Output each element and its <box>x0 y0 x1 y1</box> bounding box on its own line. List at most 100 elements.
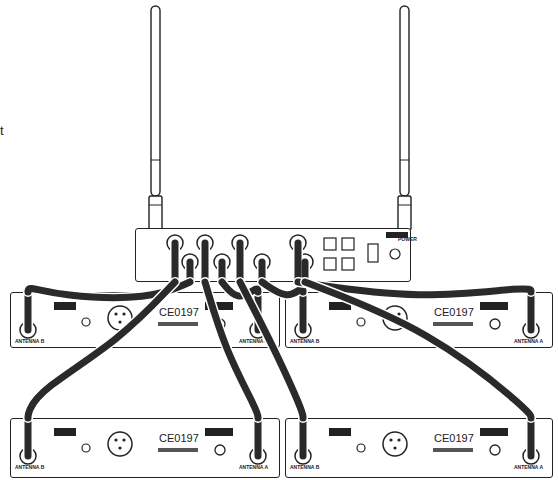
cable-outline <box>170 243 180 282</box>
bnc-jack-core <box>24 326 32 334</box>
antenna-right <box>398 6 411 230</box>
cable-plug <box>202 243 209 282</box>
cables <box>28 243 531 456</box>
xlr-pin <box>389 438 392 441</box>
cable-outline <box>205 282 258 418</box>
panel-marking: CE0197 <box>434 433 474 444</box>
cable-outline <box>28 282 175 418</box>
cable-outline <box>262 282 303 295</box>
bnc-jack <box>182 254 198 270</box>
xlr-pin <box>389 312 392 315</box>
coax-cable-group <box>222 282 258 296</box>
coax-cable-group <box>240 282 303 418</box>
bnc-jack-core <box>218 258 226 266</box>
unbalanced-jack <box>215 445 225 455</box>
panel-marking: CE0197 <box>159 433 199 444</box>
coax-cable <box>222 282 258 296</box>
unbalanced-jack <box>490 445 500 455</box>
bnc-jack <box>20 322 36 338</box>
xlr-output <box>108 306 132 330</box>
xlr-pin <box>122 312 125 315</box>
xlr-pin <box>397 312 400 315</box>
bnc-jack <box>523 448 539 464</box>
cable-outline <box>305 282 531 418</box>
panel-marking: POWER <box>398 237 417 242</box>
receiver-panel <box>295 302 539 338</box>
label-plate <box>54 302 76 310</box>
cable-plug <box>255 418 262 456</box>
coax-cable-group <box>205 282 258 418</box>
wireless-receiver: ANTENNA BCE0197ANTENNA A <box>285 292 553 348</box>
marking-strip <box>158 448 198 452</box>
cable-plug <box>295 243 302 282</box>
cable-plug <box>25 292 32 330</box>
unbalanced-jack <box>215 319 225 329</box>
cable-plug <box>219 262 226 282</box>
bnc-jack <box>297 254 313 270</box>
label-plate <box>329 302 351 310</box>
label-plate <box>386 232 408 238</box>
coax-cable <box>240 282 303 418</box>
power-jack <box>82 318 90 326</box>
cable-plug <box>300 418 307 456</box>
coax-cable-group <box>298 282 531 295</box>
xlr-pin <box>114 438 117 441</box>
power-switch <box>368 244 378 262</box>
bnc-jack <box>250 448 266 464</box>
io-port <box>342 238 354 250</box>
cable-outline <box>185 262 195 282</box>
bnc-jack <box>232 235 248 251</box>
cable-plug <box>528 292 535 330</box>
bnc-jack <box>20 448 36 464</box>
cable-outline <box>28 282 190 298</box>
cable-outline <box>200 243 210 282</box>
unbalanced-jack <box>490 319 500 329</box>
cable-outline <box>300 262 310 282</box>
bnc-jack-core <box>24 452 32 460</box>
coax-cable <box>305 282 531 418</box>
xlr-output <box>383 432 407 456</box>
xlr-pin <box>393 320 396 323</box>
cable-plug <box>237 243 244 282</box>
coax-cable <box>262 282 303 295</box>
bnc-jack <box>290 235 306 251</box>
bnc-jack-core <box>254 326 262 334</box>
label-plate <box>54 428 76 436</box>
jack-label: ANTENNA B <box>15 339 44 344</box>
power-jack <box>390 249 400 259</box>
cable-plug <box>255 292 262 330</box>
cable-outline <box>217 262 227 282</box>
cable-outline <box>235 243 245 282</box>
bnc-jack-core <box>299 326 307 334</box>
cut-off-text: t <box>0 124 4 137</box>
jack-label: ANTENNA A <box>239 465 268 470</box>
cable-plug <box>300 292 307 330</box>
coax-cable-group <box>28 282 190 298</box>
antenna-distributor: POWER <box>135 228 411 282</box>
cable-outline <box>23 418 33 456</box>
cable-outline <box>253 292 263 330</box>
coax-cable-group <box>28 282 175 418</box>
cable-outline <box>222 282 258 296</box>
power-jack <box>357 318 365 326</box>
cable-outline <box>253 418 263 456</box>
xlr-pin <box>118 320 121 323</box>
bnc-jack-core <box>186 258 194 266</box>
cable-outline <box>298 292 308 330</box>
io-port <box>324 258 336 270</box>
bnc-jack-core <box>299 452 307 460</box>
cable-plug <box>25 418 32 456</box>
jack-label: ANTENNA B <box>15 465 44 470</box>
cable-outline <box>526 292 536 330</box>
cable-outline <box>298 282 531 295</box>
bnc-jack-core <box>527 326 535 334</box>
bnc-jack <box>254 254 270 270</box>
bnc-jack <box>295 448 311 464</box>
coax-cable-group <box>305 282 531 418</box>
coax-cable-group <box>262 282 303 295</box>
cable-plug <box>187 262 194 282</box>
coax-cable <box>28 282 175 418</box>
marking-strip <box>158 322 198 326</box>
